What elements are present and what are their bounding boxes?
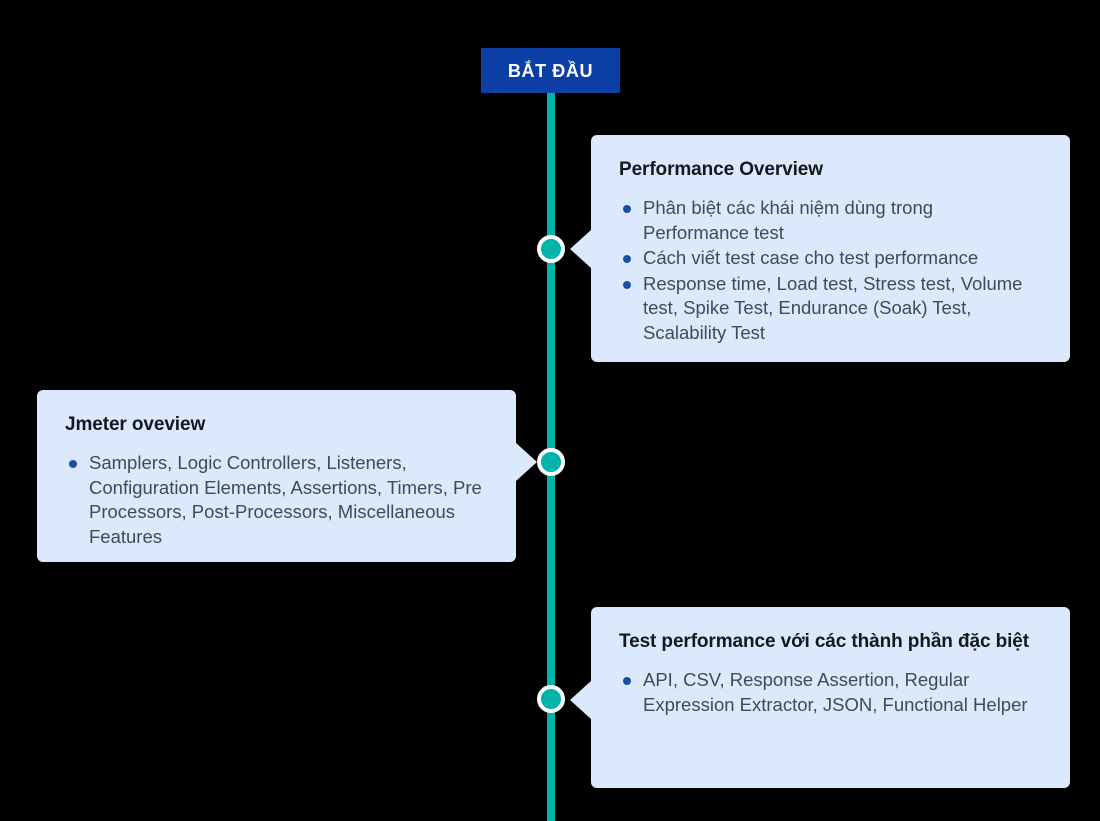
- card-jmeter-oveview[interactable]: Jmeter oveview Samplers, Logic Controlle…: [37, 390, 537, 562]
- card-title: Jmeter oveview: [65, 414, 206, 435]
- timeline-node-2[interactable]: [537, 448, 565, 476]
- card-tail-pointer-icon: [570, 230, 591, 268]
- timeline-node-1[interactable]: [537, 235, 565, 263]
- card-bullet-list: Phân biệt các khái niệm dùng trong Perfo…: [619, 196, 1044, 346]
- list-item: Phân biệt các khái niệm dùng trong Perfo…: [619, 196, 1044, 245]
- card-title: Test performance với các thành phần đặc …: [619, 631, 1029, 652]
- list-item: Cách viết test case cho test performance: [619, 246, 1044, 271]
- list-item: API, CSV, Response Assertion, Regular Ex…: [619, 668, 1044, 717]
- start-node-label: BẮT ĐẦU: [507, 60, 594, 81]
- card-tail-pointer-icon: [570, 681, 591, 719]
- card-tail-pointer-icon: [516, 443, 537, 481]
- list-item: Response time, Load test, Stress test, V…: [619, 272, 1044, 346]
- card-bullet-list: API, CSV, Response Assertion, Regular Ex…: [619, 668, 1044, 717]
- card-test-performance-special-components[interactable]: Test performance với các thành phần đặc …: [570, 607, 1070, 788]
- start-node-button[interactable]: BẮT ĐẦU: [481, 48, 620, 93]
- card-title: Performance Overview: [619, 159, 823, 180]
- list-item: Samplers, Logic Controllers, Listeners, …: [65, 451, 490, 549]
- card-bullet-list: Samplers, Logic Controllers, Listeners, …: [65, 451, 490, 549]
- card-performance-overview[interactable]: Performance Overview Phân biệt các khái …: [570, 135, 1070, 362]
- timeline-node-3[interactable]: [537, 685, 565, 713]
